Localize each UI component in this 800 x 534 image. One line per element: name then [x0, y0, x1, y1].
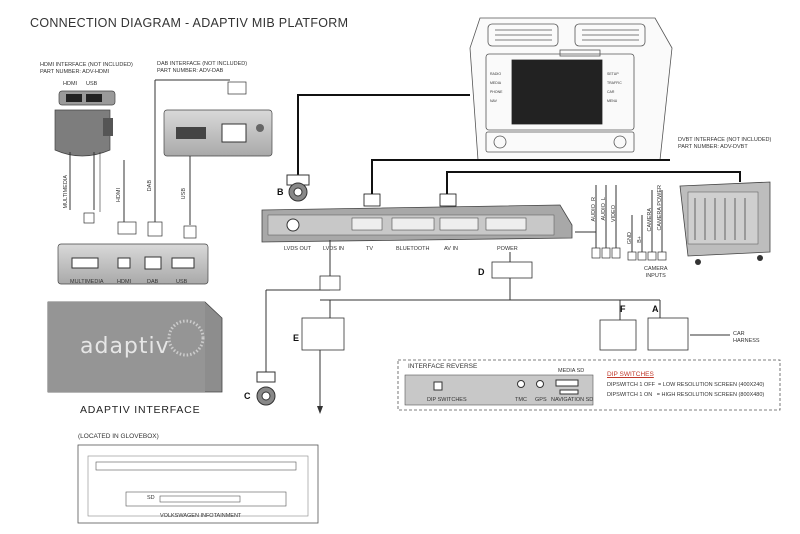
- hu-btn-phone: PHONE: [490, 90, 503, 95]
- dvbt-interface-line2: PART NUMBER: ADV-DVBT: [678, 144, 748, 150]
- dab-interface-device: [147, 79, 273, 239]
- marker-b: B: [277, 187, 284, 197]
- usb-cable-label: USB: [181, 188, 187, 200]
- dab-interface-line1: DAB INTERFACE (NOT INCLUDED): [157, 61, 248, 67]
- lvds-connector-c: [256, 371, 276, 406]
- port-av-in: AV IN: [444, 246, 458, 252]
- port-lvds-in: LVDS IN: [323, 246, 344, 252]
- head-unit-buttons-right: SETUP TRAFFIC CAR MENU: [607, 70, 622, 106]
- multimedia-cable-label: MULTIMEDIA: [63, 175, 69, 209]
- camera-inputs-label: CAMERA INPUTS: [644, 266, 668, 279]
- adaptiv-interface-label: ADAPTIV INTERFACE: [80, 404, 201, 416]
- car-harness-label: CAR HARNESS: [733, 331, 760, 345]
- interface-reverse-title: INTERFACE REVERSE: [408, 363, 478, 370]
- dvbt-interface-device: [679, 181, 771, 265]
- hub-port-multimedia: MULTIMEDIA: [70, 279, 104, 285]
- head-unit-buttons-left: RADIO MEDIA PHONE NAV: [490, 70, 502, 106]
- hu-btn-car: CAR: [607, 90, 615, 95]
- media-sd-label: MEDIA SD: [558, 368, 585, 374]
- hdmi-port-label: HDMI: [63, 81, 78, 87]
- hdmi-interface-line2: PART NUMBER: ADV-HDMI: [40, 69, 110, 75]
- dip-switch-line2: DIPSWITCH 1 ON = HIGH RESOLUTION SCREEN …: [607, 392, 765, 398]
- marker-a: A: [652, 304, 659, 314]
- port-power: POWER: [497, 246, 518, 252]
- infotainment-label: VOLKSWAGEN INFOTAINMENT: [160, 513, 242, 519]
- hu-btn-setup: SETUP: [607, 72, 619, 76]
- interface-reverse-panel: [397, 359, 781, 411]
- hu-btn-nav: NAV: [490, 99, 497, 104]
- av-gnd: GND: [627, 232, 633, 245]
- hu-btn-traffic: TRAFFIC: [607, 81, 622, 86]
- hu-btn-media: MEDIA: [490, 81, 502, 86]
- main-wiring: [297, 94, 741, 196]
- lvds-connector-b: [286, 174, 310, 202]
- hdmi-interface-device: [54, 90, 137, 235]
- glovebox-unit: [77, 444, 319, 524]
- car-head-unit: [469, 17, 673, 161]
- hub-box: [57, 243, 209, 285]
- navigation-sd-label: NAVIGATION SD: [551, 397, 594, 403]
- hub-port-usb: USB: [176, 279, 188, 285]
- adaptiv-logo: adaptiv: [80, 334, 170, 359]
- dip-switch-line1: DIPSWITCH 1 OFF = LOW RESOLUTION SCREEN …: [607, 382, 765, 388]
- av-cables: [575, 185, 663, 252]
- av-audio-l: AUDIO_L: [601, 197, 607, 221]
- hub-port-hdmi: HDMI: [117, 279, 132, 285]
- glovebox-label: (LOCATED IN GLOVEBOX): [78, 433, 159, 440]
- hu-btn-menu: MENU: [607, 99, 618, 104]
- dip-switches-label: DIP SWITCHES: [427, 397, 467, 403]
- dab-cable-label: DAB: [147, 180, 153, 192]
- av-bplus: B+: [637, 236, 643, 243]
- main-adaptiv-box: [261, 204, 573, 243]
- power-harness: [265, 240, 730, 410]
- dip-switch-heading: DIP SWITCHES: [607, 371, 654, 378]
- marker-d: D: [478, 267, 485, 277]
- dab-interface-line2: PART NUMBER: ADV-DAB: [157, 68, 224, 74]
- adaptiv-interface-box: [47, 301, 223, 393]
- port-tv: TV: [366, 246, 374, 252]
- dvbt-interface-line1: DVBT INTERFACE (NOT INCLUDED): [678, 137, 772, 143]
- port-lvds-out: LVDS OUT: [284, 246, 312, 252]
- tmc-label: TMC: [515, 397, 527, 403]
- marker-c: C: [244, 391, 251, 401]
- page-title: CONNECTION DIAGRAM - ADAPTIV MIB PLATFOR…: [30, 16, 349, 30]
- gps-label: GPS: [535, 397, 547, 403]
- hu-btn-radio: RADIO: [490, 72, 502, 76]
- usb-port-label: USB: [86, 81, 98, 87]
- marker-e: E: [293, 333, 300, 343]
- hdmi-interface-line1: HDMI INTERFACE (NOT INCLUDED): [40, 62, 133, 68]
- hub-port-dab: DAB: [147, 279, 159, 285]
- marker-f: F: [620, 304, 626, 314]
- av-audio-r: AUDIO_R: [591, 197, 597, 222]
- sd-slot-label: SD: [147, 495, 155, 501]
- av-camera: CAMERA: [647, 208, 653, 232]
- av-camera-power: CAMERA POWER: [657, 185, 663, 231]
- hdmi-cable-label: HDMI: [116, 188, 122, 203]
- port-bluetooth: BLUETOOTH: [396, 246, 430, 252]
- av-video: VIDEO: [611, 205, 617, 223]
